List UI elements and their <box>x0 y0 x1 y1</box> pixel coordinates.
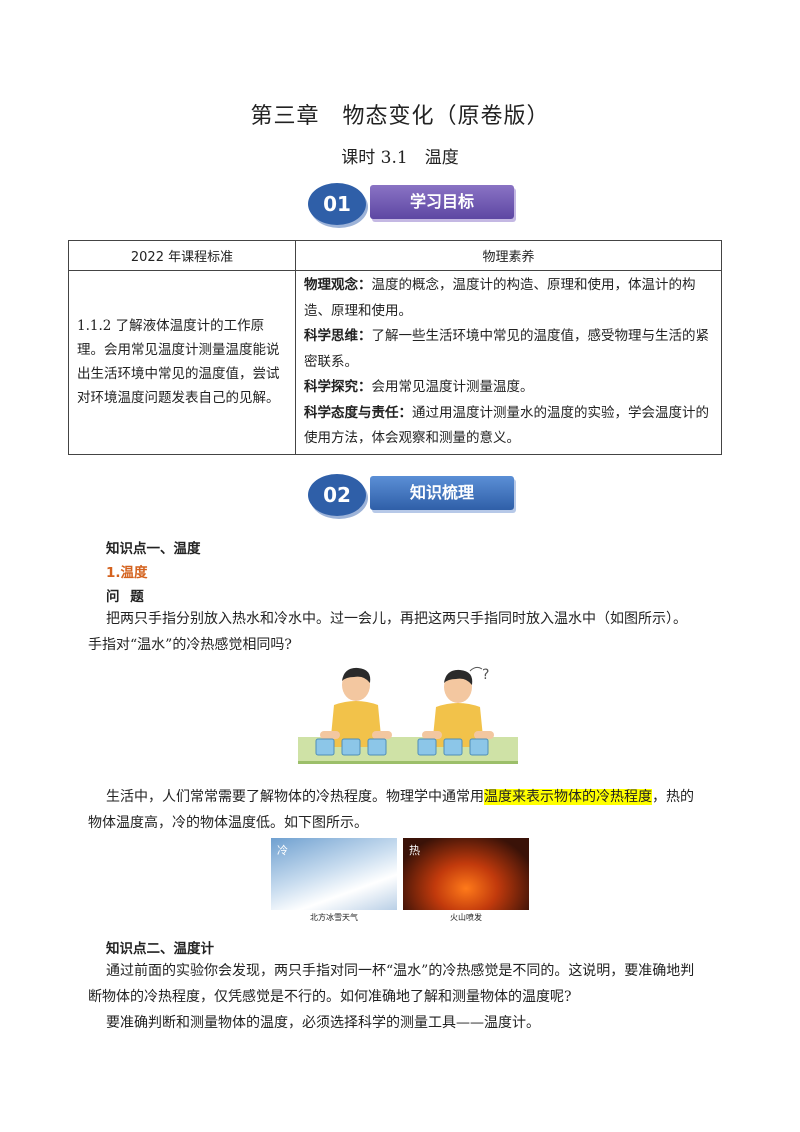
page-title: 第三章 物态变化（原卷版） <box>250 104 550 129</box>
section-label: 知识梳理 <box>370 476 514 510</box>
literacy-item: 科学探究：会用常见温度计测量温度。 <box>304 379 534 395</box>
literacy-cell: 物理观念：温度的概念，温度计的构造、原理和使用，体温计的构造、原理和使用。 科学… <box>295 270 722 455</box>
thermometer-tool-paragraph: 要准确判断和测量物体的温度，必须选择科学的测量工具——温度计。 <box>106 1015 540 1031</box>
finger-experiment-illustration: ? <box>298 665 518 780</box>
temperature-definition-paragraph: 生活中，人们常常需要了解物体的冷热程度。物理学中通常用温度来表示物体的冷热程度，… <box>88 789 694 831</box>
section-label: 学习目标 <box>370 185 514 219</box>
table-header-standard: 2022 年课程标准 <box>68 240 296 271</box>
section-number: 01 <box>308 183 366 225</box>
section-number: 02 <box>308 474 366 516</box>
question-paragraph: 把两只手指分别放入热水和冷水中。过一会儿，再把这两只手指同时放入温水中（如图所示… <box>88 611 687 653</box>
subheading-temperature: 1.温度 <box>106 565 148 581</box>
literacy-item: 物理观念：温度的概念，温度计的构造、原理和使用，体温计的构造、原理和使用。 <box>304 277 696 319</box>
lesson-subtitle: 课时 3.1 温度 <box>341 148 459 168</box>
table-header-literacy: 物理素养 <box>295 240 722 271</box>
standard-cell: 1.1.2 了解液体温度计的工作原理。会用常见温度计测量温度能说出生活环境中常见… <box>68 270 296 455</box>
photo-caption: 北方冰雪天气 <box>310 913 358 922</box>
photo-hot: 热 火山喷发 <box>403 838 529 923</box>
literacy-item: 科学思维：了解一些生活环境中常见的温度值，感受物理与生活的紧密联系。 <box>304 328 709 370</box>
snow-image: 冷 <box>271 838 397 910</box>
curriculum-table: 2022 年课程标准 物理素养 1.1.2 了解液体温度计的工作原理。会用常见温… <box>68 240 722 455</box>
photo-tag: 冷 <box>277 844 288 857</box>
literacy-item: 科学态度与责任：通过用温度计测量水的温度的实验，学会温度计的使用方法，体会观察和… <box>304 404 709 447</box>
knowledge-point-1-heading: 知识点一、温度 <box>106 541 201 557</box>
experiment-drawing: ? <box>298 666 518 764</box>
question-mark-icon: ? <box>482 667 489 683</box>
photo-cold: 冷 北方冰雪天气 <box>271 838 397 923</box>
highlighted-definition: 温度来表示物体的冷热程度 <box>484 789 652 805</box>
question-label: 问 题 <box>106 589 147 605</box>
thermometer-intro-paragraph: 通过前面的实验你会发现，两只手指对同一杯“温水”的冷热感觉是不同的。这说明，要准… <box>88 963 695 1005</box>
photo-tag: 热 <box>409 844 420 857</box>
knowledge-point-2-heading: 知识点二、温度计 <box>106 941 214 957</box>
photo-caption: 火山喷发 <box>450 913 482 922</box>
volcano-image: 热 <box>403 838 529 910</box>
